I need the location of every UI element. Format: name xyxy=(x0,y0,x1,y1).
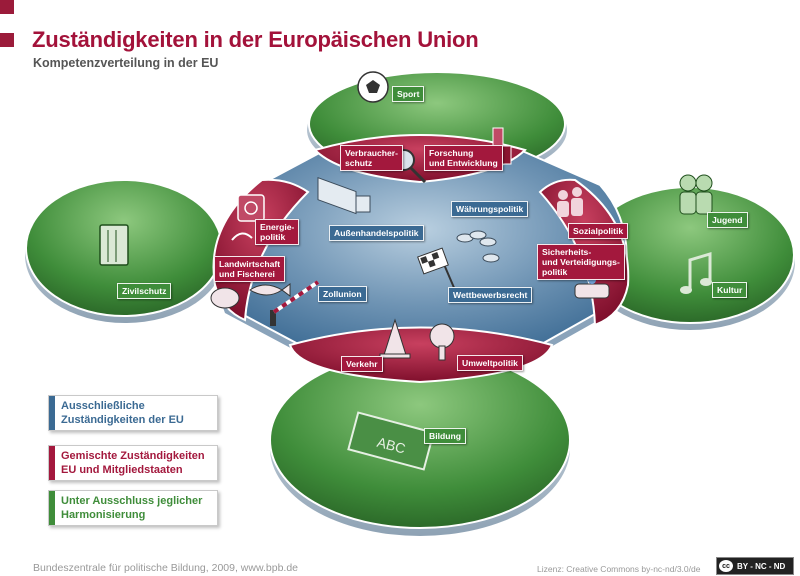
legend-item-supporting: Unter Ausschluss jeglicher Harmonisierun… xyxy=(48,490,218,526)
label-verkehr: Verkehr xyxy=(341,356,383,372)
football-icon xyxy=(357,71,389,103)
legend-swatch xyxy=(49,396,55,430)
label-aussenhandel: Außenhandelspolitik xyxy=(329,225,424,241)
legend-label: Gemischte Zuständigkeiten EU und Mitglie… xyxy=(61,450,205,476)
label-umwelt: Umweltpolitik xyxy=(457,355,523,371)
label-sicherheit: Sicherheits- und Verteidigungs- politik xyxy=(537,244,625,280)
tree-icon xyxy=(429,323,455,361)
page-title: Zuständigkeiten in der Europäischen Unio… xyxy=(32,27,479,52)
corner-mark-title xyxy=(0,33,14,47)
checkered-flag-icon xyxy=(417,247,456,291)
fish-icon xyxy=(249,283,291,297)
shield-icon xyxy=(99,224,129,266)
label-jugend: Jugend xyxy=(707,212,748,228)
slate-text: ABC xyxy=(375,434,407,457)
label-kultur: Kultur xyxy=(712,282,748,298)
license-text: Lizenz: Creative Commons by-nc-nd/3.0/de xyxy=(537,564,701,574)
label-sozialpolitik: Sozialpolitik xyxy=(568,223,629,239)
label-bildung: Bildung xyxy=(424,428,466,444)
cow-icon xyxy=(210,287,240,309)
legend-item-shared: Gemischte Zuständigkeiten EU und Mitglie… xyxy=(48,445,218,481)
source-footer: Bundeszentrale für politische Bildung, 2… xyxy=(33,562,299,574)
legend-label: Ausschließliche Zuständigkeiten der EU xyxy=(61,400,184,426)
music-note-icon xyxy=(680,251,712,294)
label-wettbewerb: Wettbewerbsrecht xyxy=(448,287,533,303)
label-verbraucherschutz: Verbraucher- schutz xyxy=(340,145,404,171)
label-forschung: Forschung und Entwicklung xyxy=(424,145,503,171)
label-energie: Energie- politik xyxy=(255,219,300,245)
traffic-cone-icon xyxy=(379,318,411,359)
label-waehrung: Währungspolitik xyxy=(451,201,529,217)
label-landwirtschaft: Landwirtschaft und Fischerei xyxy=(214,256,286,282)
legend-label: Unter Ausschluss jeglicher Harmonisierun… xyxy=(61,495,203,521)
slate-board-icon: ABC xyxy=(347,411,435,471)
cc-badge-label: BY - NC - ND xyxy=(737,561,786,571)
label-sport: Sport xyxy=(392,86,425,102)
legend-item-exclusive: Ausschließliche Zuständigkeiten der EU xyxy=(48,395,218,431)
energy-plug-icon xyxy=(231,194,265,241)
coins-icon xyxy=(456,230,500,263)
label-zivilschutz: Zivilschutz xyxy=(117,283,172,299)
people-icon xyxy=(557,187,583,217)
segment-left xyxy=(212,178,310,322)
page-subtitle: Kompetenzverteilung in der EU xyxy=(33,56,219,70)
truck-icon xyxy=(317,177,371,215)
legend-swatch xyxy=(49,446,55,480)
barrier-icon xyxy=(270,280,320,326)
cc-license-badge: cc BY - NC - ND xyxy=(716,557,794,575)
label-zollunion: Zollunion xyxy=(318,286,367,302)
youth-icon xyxy=(679,174,713,215)
cc-icon: cc xyxy=(719,560,733,572)
legend-swatch xyxy=(49,491,55,525)
corner-mark-top xyxy=(0,0,14,14)
